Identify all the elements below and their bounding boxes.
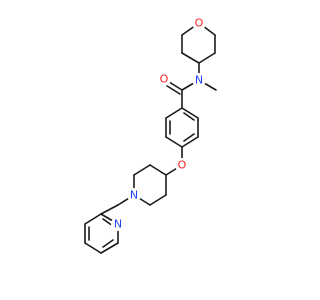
bond xyxy=(183,112,195,121)
bond xyxy=(181,52,200,64)
bond xyxy=(100,242,119,254)
atom-label: O xyxy=(160,73,169,86)
atom-label: O xyxy=(195,17,204,30)
bond xyxy=(198,52,216,64)
bond xyxy=(165,136,183,148)
atom-label: O xyxy=(178,159,187,172)
atom-label-layer: O O N O N N xyxy=(111,16,206,231)
atom-label: N xyxy=(195,74,203,87)
atom-label-background xyxy=(192,16,206,30)
atom-label-background xyxy=(127,188,141,202)
bond xyxy=(84,213,102,225)
atom-label-background xyxy=(175,158,189,172)
atom-N-pyridine: N xyxy=(111,217,125,231)
atom-label: N xyxy=(130,189,138,202)
atom-label: N xyxy=(114,218,122,231)
atom-label-background xyxy=(157,72,171,86)
atom-N-piperidine: N xyxy=(127,188,141,202)
atom-O-amide: O xyxy=(157,72,171,86)
bond xyxy=(181,136,199,148)
bond xyxy=(165,107,183,119)
atom-O-pyran: O xyxy=(192,16,206,30)
bond xyxy=(149,164,167,176)
atom-N-amide: N xyxy=(192,73,206,87)
atom-label-background xyxy=(192,73,206,87)
bond xyxy=(102,239,114,248)
bond xyxy=(183,133,195,142)
atom-O-ether: O xyxy=(175,158,189,172)
bond-layer xyxy=(84,22,217,254)
bond xyxy=(181,107,199,119)
atom-label-background xyxy=(111,217,125,231)
bond xyxy=(100,204,119,215)
bond xyxy=(163,83,181,95)
molecule-structure-diagram: O O N O N N xyxy=(84,16,217,254)
bond xyxy=(149,194,167,206)
bond xyxy=(84,242,102,254)
bond xyxy=(133,164,151,176)
